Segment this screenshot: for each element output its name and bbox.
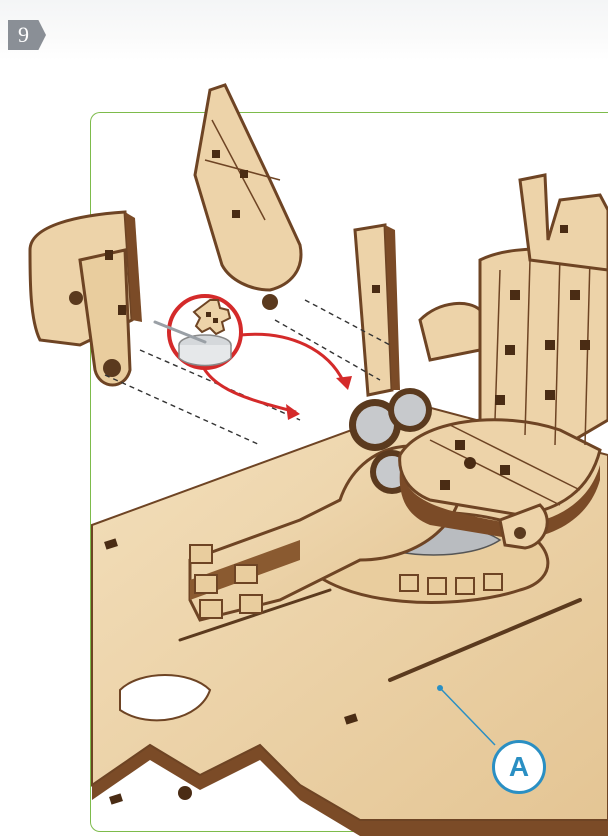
- glue-pot-icon: [155, 296, 241, 368]
- upper-frame-piece: [195, 85, 301, 310]
- arrowhead-1: [286, 404, 300, 420]
- rear-frame-piece: [520, 175, 608, 270]
- part-callout-a: A: [492, 740, 546, 794]
- side-bracket-piece: [30, 212, 142, 385]
- guide-lines: [105, 300, 390, 445]
- arrowhead-2: [336, 376, 352, 390]
